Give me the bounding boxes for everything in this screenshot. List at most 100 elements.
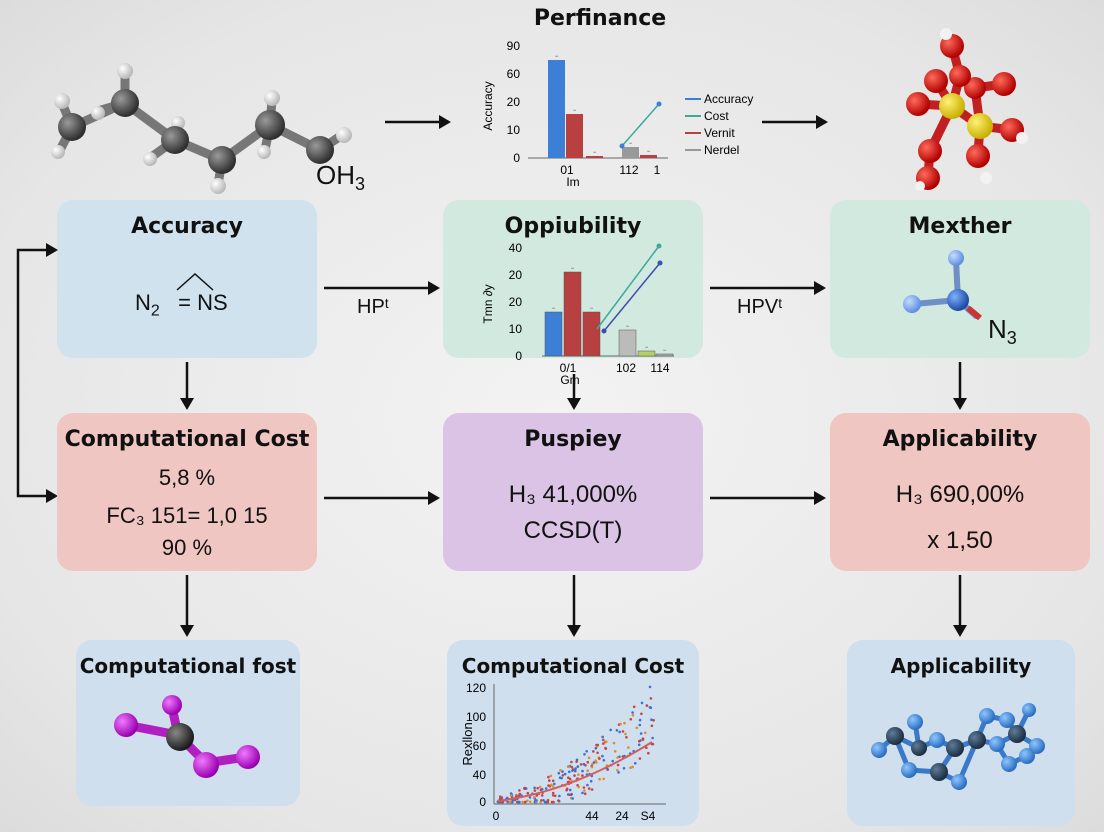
y-axis-label: Tmn ∂y [481,284,495,323]
scatter-point [637,743,641,747]
scatter-point [631,765,634,769]
y-tick-label: 20 [509,268,523,282]
bar [566,114,583,158]
arrow2-label: HPVᵗ [737,296,783,318]
scatter-point [561,770,564,773]
scatter-point [523,800,527,804]
scatter-point [586,769,589,772]
bar [586,156,603,158]
scatter-point [638,723,642,727]
scatter-point [575,760,578,763]
bar-error-label: − [555,54,559,60]
scatter-point [641,738,645,741]
applic2-title: Applicability [890,654,1032,678]
scatter-point [618,730,621,734]
scatter-point [570,766,574,769]
y-tick-label: 60 [473,739,487,753]
arrow-top-left [385,115,451,129]
bar [548,60,565,158]
scatter-point [651,736,654,740]
scatter-point [617,771,620,774]
scatter-point [595,761,598,764]
series-point [619,143,625,149]
scatter-point [602,742,605,745]
scatter-point [577,773,580,776]
scatter-point [592,750,595,753]
scatter-point [509,800,512,804]
y-axis-label: Rexllon [460,722,475,765]
scatter-point [648,685,652,689]
y-tick-label: 10 [509,322,523,336]
series-line [621,103,660,147]
scatter-point [526,791,530,795]
scatter-point [552,800,555,804]
legend-label: Accuracy [704,92,753,106]
scatter-point [499,795,502,798]
arrow1-label: HPᵗ [357,296,390,318]
y-tick-label: 40 [509,241,523,255]
x-tick-label: 0/1 [560,361,577,375]
scatter-point [551,791,555,795]
scatter-point [579,763,583,766]
cost-line1: 5,8 % [158,465,216,490]
eq-left: N [135,290,151,315]
scatter-point [576,765,580,768]
series-point [601,328,607,334]
scatter-point [567,765,570,769]
arrow-down-1 [180,362,194,410]
accuracy-equation: N2 = NS [135,290,228,320]
scatter-point [586,760,590,764]
scatter-point [581,791,584,795]
x-tick-label: 114 [650,361,669,375]
scatter-point [528,796,532,799]
scatter-point [563,772,567,776]
page-title: Perfinance [533,6,667,31]
bar [563,271,582,357]
puspiey-line2: CCSD(T) [523,517,623,544]
scatter-point [583,753,586,756]
n-text: N [988,314,1007,344]
oh-sub: 3 [355,174,366,195]
scatter-point [526,799,529,803]
series-point [656,243,662,249]
eq-sub: 2 [150,302,160,320]
scatter-point [546,800,550,804]
series-line [596,245,660,330]
scatter-point [611,759,614,763]
scatter-point [621,755,625,758]
scatter-point [582,762,586,766]
applic-line2: x 1,50 [927,527,993,554]
bar-error-label: − [626,324,630,330]
x-tick-label: 1 [654,163,661,177]
arrow-down-5 [567,575,581,637]
arrow-row1-left [324,281,440,295]
x-tick-label: S4 [641,809,656,823]
arrow-top-right [762,115,828,129]
oppiubility-title: Oppiubility [504,214,642,239]
computational-cost2-box: Computational Cost [447,640,699,826]
scatter-point [533,789,537,792]
scatter-point [558,776,562,779]
scatter-point [631,711,634,714]
bar-error-label: − [629,141,633,147]
x-tick-label: 01 [560,163,574,177]
hexanol-molecule-icon [51,63,352,194]
scatter-point [650,724,654,728]
scatter-point [602,759,606,762]
scatter-point [587,756,591,760]
mexther-box: Mexther N3 [830,200,1090,358]
y-tick-label: 100 [466,710,486,724]
scatter-point [571,797,574,800]
scatter-point [638,757,642,760]
computational-cost-box: Computational Cost 5,8 % FC₃ 151= 1,0 15… [57,413,317,571]
scatter-point [601,735,604,739]
puspiey-box: Puspiey H₃ 41,000% CCSD(T) [443,413,703,571]
scatter-point [568,788,572,792]
scatter-point [624,732,627,736]
scatter-point [540,794,544,797]
scatter-point [550,783,553,787]
legend-label: Nerdel [704,143,739,157]
scatter-point [573,774,576,777]
scatter-point [585,750,588,753]
